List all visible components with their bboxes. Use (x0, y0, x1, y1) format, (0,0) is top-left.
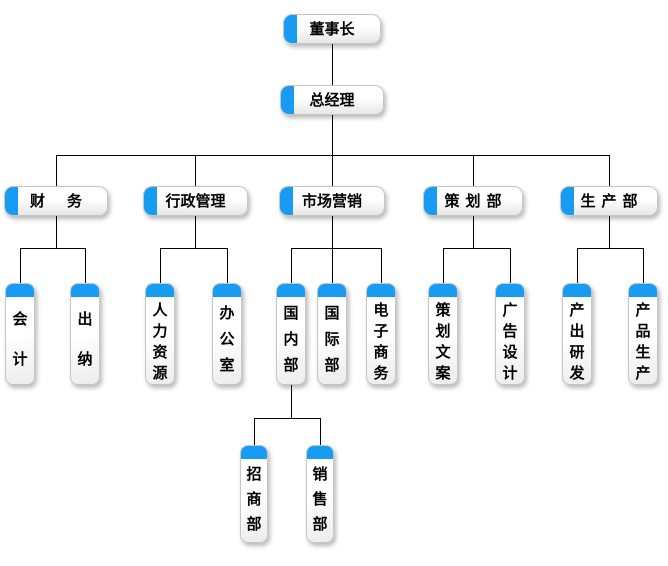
accent-bar (277, 284, 305, 297)
node-label: 销售部 (312, 465, 328, 533)
node-label: 国内部 (283, 303, 299, 375)
connector (56, 155, 57, 186)
connector (320, 418, 321, 445)
connector (473, 216, 474, 248)
connector (332, 216, 333, 248)
node-label: 财务 (29, 192, 104, 210)
node-chairman: 董事长 (283, 14, 381, 44)
accent-bar (496, 284, 524, 297)
node-label: 董事长 (309, 20, 355, 38)
connector (20, 248, 86, 249)
node-label: 电子商务部 (373, 301, 389, 382)
node-cashier: 出纳 (70, 283, 100, 385)
node-ecommerce-dept: 电子商务部 (366, 283, 396, 385)
node-label: 市场营销 (301, 192, 362, 210)
accent-bar (367, 284, 395, 297)
connector (332, 248, 333, 283)
node-product-production: 产品生产 (628, 283, 658, 385)
node-hr: 人力资源 (145, 283, 175, 385)
connector (332, 44, 333, 85)
connector (195, 216, 196, 248)
connector (609, 216, 610, 248)
node-investment-dept: 招商部 (240, 445, 268, 543)
accent-bar (241, 446, 267, 459)
node-label: 策划部 (444, 192, 508, 210)
accent-bar (6, 284, 34, 297)
accent-bar (284, 15, 297, 43)
connector (291, 248, 292, 283)
connector (577, 248, 578, 283)
accent-bar (146, 284, 174, 297)
connector (643, 248, 644, 283)
node-label: 产品生产 (635, 301, 651, 382)
node-label: 生产部 (580, 192, 644, 210)
connector (254, 418, 255, 445)
node-sales-dept: 销售部 (306, 445, 334, 543)
accent-bar (281, 86, 294, 114)
node-label: 广告设计 (502, 301, 518, 382)
connector (443, 248, 511, 249)
connector (254, 418, 321, 419)
connector (160, 248, 161, 283)
connector (291, 248, 382, 249)
node-office: 办公室 (212, 283, 242, 385)
node-planning: 策划部 (423, 186, 523, 216)
node-planning-copy: 策划文案 (428, 283, 458, 385)
accent-bar (71, 284, 99, 297)
connector (160, 248, 228, 249)
connector (577, 248, 644, 249)
connector (85, 248, 86, 283)
accent-bar (429, 284, 457, 297)
connector (227, 248, 228, 283)
connector (443, 248, 444, 283)
accent-bar (561, 187, 574, 215)
connector (332, 155, 333, 186)
node-output-rd: 产出研发 (562, 283, 592, 385)
connector (195, 155, 196, 186)
node-production: 生产部 (560, 186, 658, 216)
accent-bar (563, 284, 591, 297)
node-finance: 财务 (4, 186, 108, 216)
node-label: 会计 (12, 310, 28, 368)
node-label: 行政管理 (165, 192, 226, 210)
connector (56, 155, 610, 156)
accent-bar (213, 284, 241, 297)
node-marketing: 市场营销 (279, 186, 385, 216)
node-label: 总经理 (309, 91, 355, 109)
node-accounting: 会计 (5, 283, 35, 385)
connector (20, 248, 21, 283)
accent-bar (629, 284, 657, 297)
connector (381, 248, 382, 283)
connector (56, 216, 57, 248)
connector (510, 248, 511, 283)
accent-bar (280, 187, 293, 215)
connector (609, 155, 610, 186)
node-domestic-dept: 国内部 (276, 283, 306, 385)
node-label: 出纳 (77, 310, 93, 368)
node-international-dept: 国际部 (317, 283, 347, 385)
connector (473, 155, 474, 186)
node-label: 办公室 (219, 303, 235, 375)
node-admin: 行政管理 (143, 186, 248, 216)
accent-bar (307, 446, 333, 459)
accent-bar (318, 284, 346, 297)
node-label: 产出研发 (569, 301, 585, 382)
accent-bar (5, 187, 18, 215)
node-label: 招商部 (246, 465, 262, 533)
node-label: 策划文案 (435, 301, 451, 382)
node-ad-design: 广告设计 (495, 283, 525, 385)
accent-bar (144, 187, 157, 215)
node-label: 人力资源 (152, 301, 168, 382)
node-label: 国际部 (324, 303, 340, 375)
node-general-manager: 总经理 (280, 85, 384, 115)
connector (291, 385, 292, 418)
accent-bar (424, 187, 437, 215)
connector (332, 115, 333, 155)
